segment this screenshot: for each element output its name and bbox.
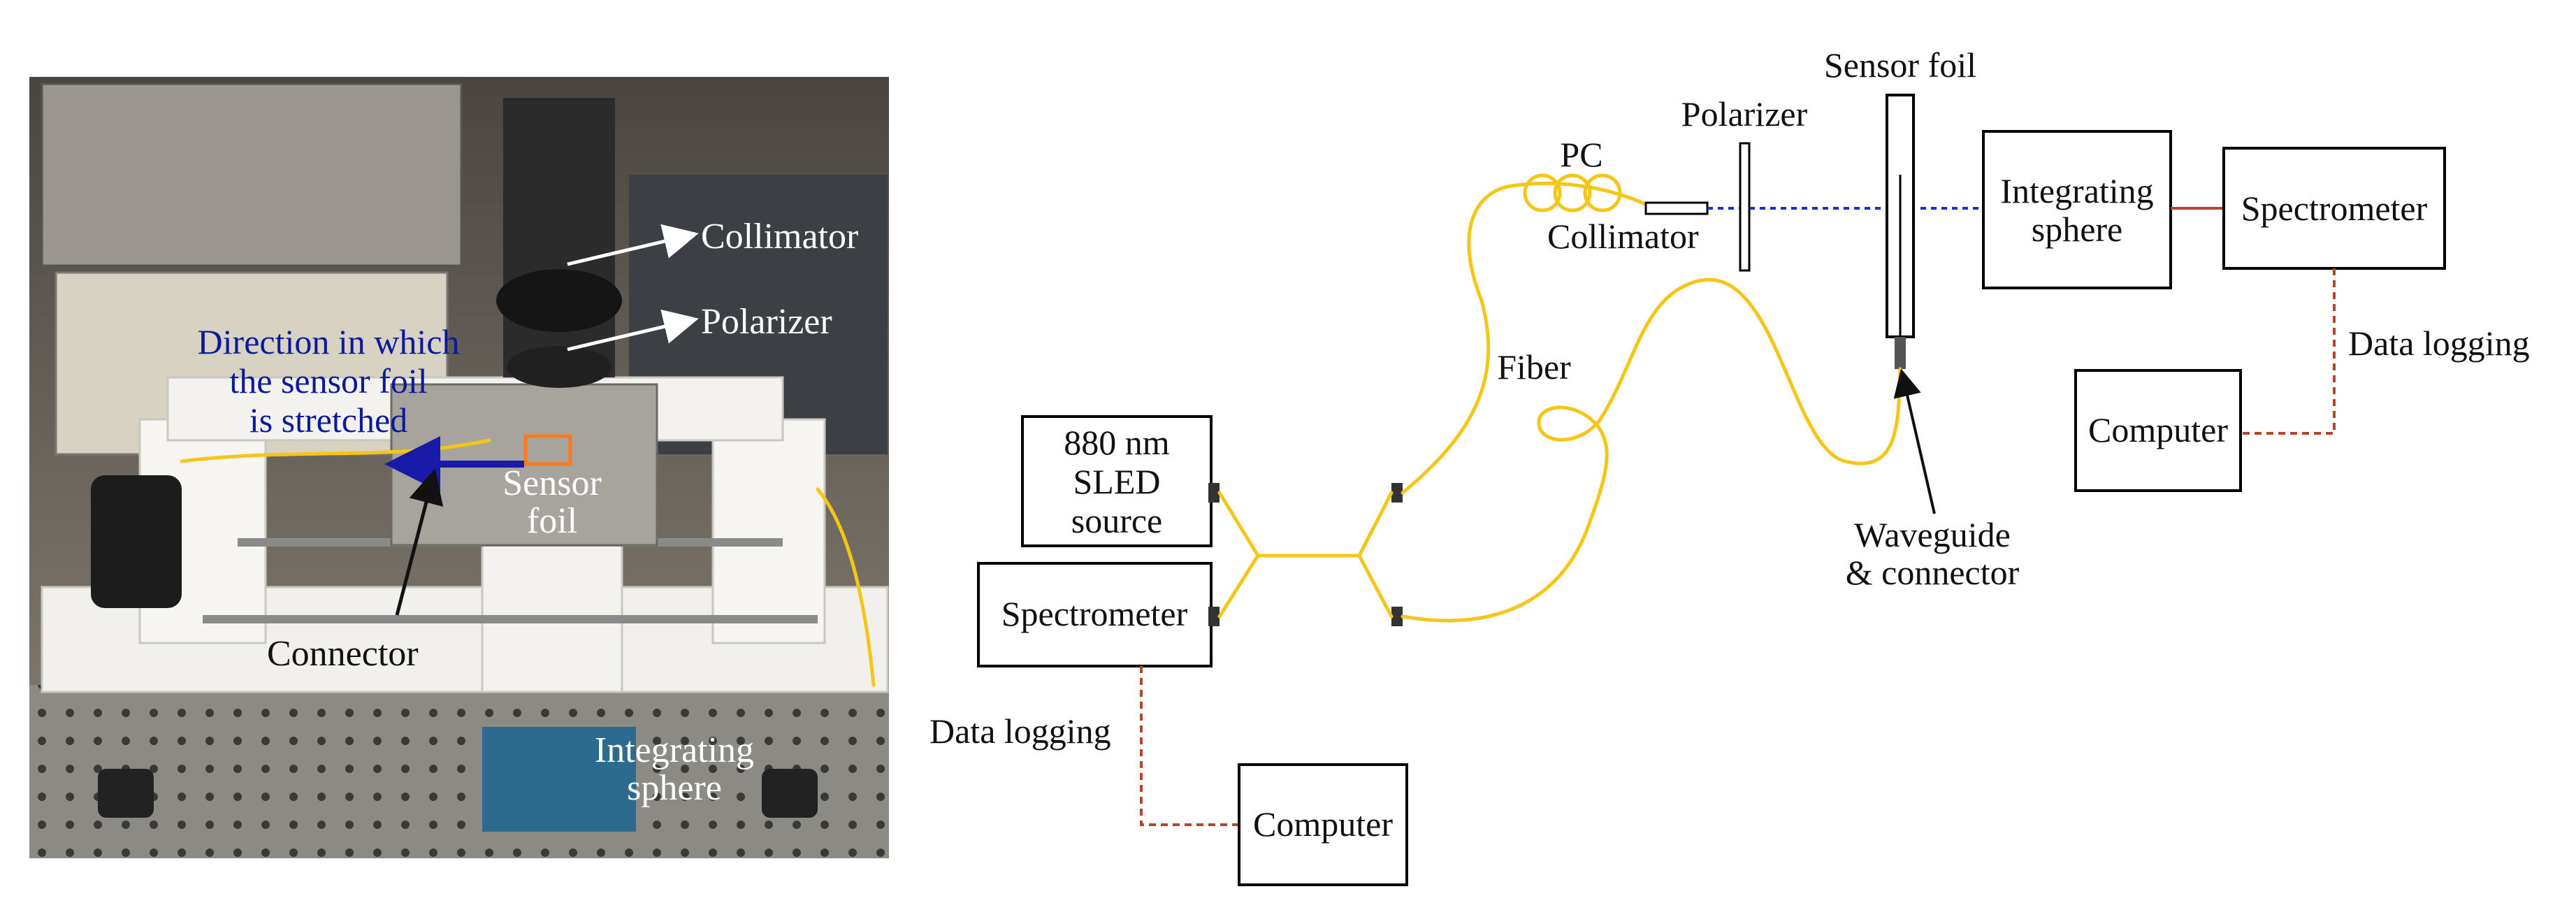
spectrometer-right-box	[2222, 147, 2446, 270]
waveguide-connector	[1895, 337, 1906, 369]
schematic: 880 nm SLED source Spectrometer PC Colli…	[929, 45, 2530, 886]
sled-label-2: SLED	[1073, 462, 1161, 501]
photo-label-connector: Connector	[267, 634, 419, 674]
rod-2	[203, 615, 818, 623]
pc-loop-3	[1583, 173, 1622, 212]
spectrometer-port	[1208, 607, 1220, 626]
data-logging-right-label: Data logging	[2348, 324, 2530, 363]
sled-label-1: 880 nm	[1064, 423, 1170, 462]
integrating-sphere-label-2: sphere	[2032, 210, 2123, 249]
fiber-left-coupler	[1217, 491, 1260, 619]
photo-label-direction-2: the sensor foil	[229, 361, 427, 400]
optical-table	[29, 685, 889, 858]
computer-right-box	[2074, 369, 2242, 492]
foot-left	[98, 769, 154, 818]
sled-port	[1208, 483, 1220, 503]
collimator-label: Collimator	[1547, 217, 1699, 256]
motor	[91, 475, 182, 608]
polarizer-label: Polarizer	[1681, 94, 1808, 133]
photo-label-direction-1: Direction in which	[198, 322, 460, 361]
fiber-label: Fiber	[1497, 347, 1571, 387]
collimator-mount	[503, 98, 615, 377]
polarizer-arrow	[567, 309, 699, 352]
stage-right-block	[711, 418, 826, 644]
coupler-port-bottom	[1391, 607, 1403, 626]
spectrometer-right-label: Spectrometer	[2241, 189, 2428, 228]
stage-center-block	[481, 530, 623, 693]
data-logging-left-label: Data logging	[929, 711, 1111, 751]
pc-loop-1	[1523, 173, 1562, 212]
photo-label-foil: foil	[527, 501, 577, 541]
coupler-port-top	[1391, 483, 1403, 503]
integrating-sphere-label-1: Integrating	[2000, 171, 2153, 210]
sphere-base	[482, 727, 636, 832]
waveguide-arrow	[1893, 368, 1936, 514]
photo-fiber-2	[816, 487, 876, 687]
polarizer	[1739, 142, 1751, 272]
foot-right	[762, 769, 818, 818]
polarizer-ring	[507, 346, 612, 388]
polarizer-mount	[496, 269, 622, 332]
data-logging-left-cable	[1140, 666, 1239, 826]
sensor-foil-label: Sensor foil	[1824, 45, 1976, 85]
integrating-sphere-box	[1982, 130, 2172, 289]
pc-loop-2	[1553, 173, 1592, 212]
photo-label-sensor: Sensor	[502, 463, 602, 503]
photo-label-sphere: sphere	[627, 768, 722, 808]
setup-photo: Collimator Polarizer Direction in which …	[29, 77, 889, 858]
photo-label-direction-3: is stretched	[249, 400, 407, 440]
computer-bottom-label: Computer	[1253, 804, 1393, 844]
computer-right-label: Computer	[2088, 410, 2228, 449]
data-logging-right-cable	[2241, 268, 2336, 435]
waveguide-label-1: Waveguide	[1854, 515, 2011, 554]
collimator-arrow	[567, 224, 699, 266]
photo-fiber-1	[180, 438, 491, 463]
collimator	[1644, 201, 1709, 215]
pc-label: PC	[1560, 135, 1602, 174]
connector-arrow	[395, 468, 444, 616]
fiber-right-coupler	[1357, 491, 1394, 619]
sensor-foil-highlight	[523, 434, 572, 466]
waveguide-label-2: & connector	[1846, 553, 2020, 592]
photo-label-integrating: Integrating	[595, 730, 754, 770]
sled-source-box	[1021, 415, 1213, 547]
spectrometer-left-label: Spectrometer	[1001, 594, 1188, 633]
sled-label-3: source	[1071, 501, 1163, 540]
fiber-to-sensor	[1401, 277, 1902, 623]
photo-label-polarizer: Polarizer	[701, 302, 832, 342]
instrument-top	[41, 82, 463, 267]
computer-bottom-box	[1238, 763, 1408, 886]
photo-label-collimator: Collimator	[701, 217, 858, 257]
